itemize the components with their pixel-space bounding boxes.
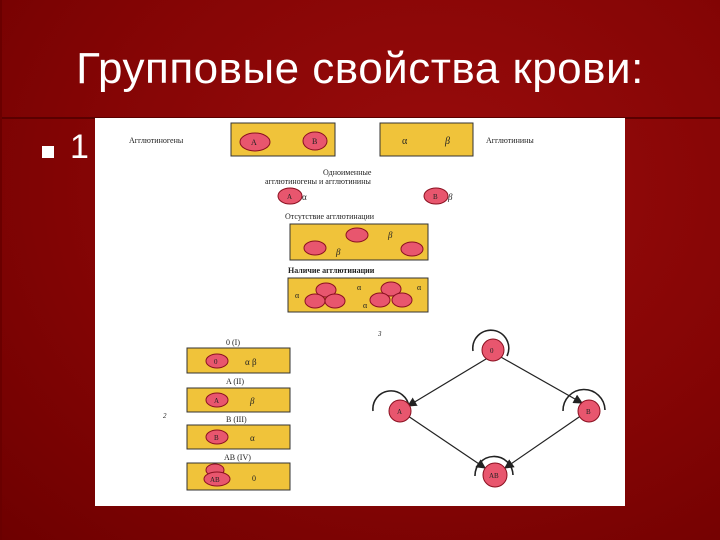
absence-cell-a1-icon — [303, 240, 327, 256]
group-b-cell-icon — [205, 429, 229, 445]
group-b-box — [186, 424, 291, 450]
presence-title: Наличие агглютинации — [288, 266, 375, 275]
presence-alpha-1: α — [295, 291, 300, 300]
absence-cell-a2-icon — [345, 227, 369, 243]
cell-b-label: B — [312, 137, 317, 146]
presence-cell-5-icon — [369, 292, 391, 308]
group-a-agglutinins: β — [249, 396, 255, 406]
group-ab-agglutinins: 0 — [252, 474, 256, 483]
same-name-title-1: Одноименные — [323, 168, 372, 177]
same-name-beta: β — [447, 192, 453, 202]
figure-svg: Агглютиногены A B α β Агглютинины Одноим… — [129, 122, 606, 491]
absence-beta-1: β — [335, 247, 341, 257]
same-name-cell-b-label: B — [433, 193, 438, 201]
panel-3-label: 3 — [377, 330, 382, 338]
arrow-0-to-a — [406, 355, 492, 407]
group-a-name: A (II) — [226, 377, 244, 386]
same-name-alpha: α — [302, 192, 307, 202]
same-name-cell-a-icon — [277, 187, 303, 205]
cell-b-icon — [302, 131, 328, 151]
slide-title: Групповые свойства крови: — [76, 44, 644, 93]
group-a-cell-icon — [205, 392, 229, 408]
group-ab-cell: AB — [210, 476, 220, 484]
group-ab-box — [186, 462, 291, 491]
group-a-box — [186, 387, 291, 413]
cell-a-icon — [239, 132, 271, 152]
node-a-icon — [388, 399, 412, 423]
presence-cell-4-icon — [380, 281, 402, 297]
presence-cell-1-icon — [315, 282, 337, 298]
left-border — [0, 0, 2, 540]
node-b-icon — [577, 399, 601, 423]
self-loop-ab — [474, 455, 514, 477]
arrow-0-to-b — [498, 355, 584, 404]
panel-2-label: 2 — [163, 412, 167, 420]
group-0-cell: 0 — [214, 358, 218, 366]
bullet-square-icon — [42, 146, 54, 158]
presence-alpha-2: α — [357, 283, 362, 292]
arrow-b-to-ab — [504, 414, 583, 469]
arrow-a-to-ab — [407, 415, 486, 469]
node-a-label: A — [397, 408, 402, 416]
cell-a-label: A — [251, 138, 257, 147]
node-0-label: 0 — [490, 347, 494, 355]
alpha-symbol: α — [402, 136, 408, 147]
absence-title: Отсутствие агглютинации — [285, 212, 375, 221]
self-loop-a — [372, 390, 410, 412]
node-b-label: B — [586, 408, 591, 416]
same-name-cell-b-icon — [423, 187, 449, 205]
absence-cell-b-icon — [400, 241, 424, 257]
group-ab-name: AB (IV) — [224, 453, 251, 462]
bullet-text: 1 — [70, 128, 89, 166]
self-loop-b — [562, 388, 606, 412]
agglutinins-label: Агглютинины — [486, 136, 534, 145]
group-0-agglutinins: α β — [245, 357, 257, 367]
presence-cell-6-icon — [391, 292, 413, 308]
agglutinins-box — [379, 122, 474, 157]
group-0-box — [186, 347, 291, 374]
group-b-agglutinins: α — [250, 433, 255, 443]
same-name-title-2: агглютиногены и агглютинины — [265, 177, 371, 186]
group-b-name: B (III) — [226, 415, 247, 424]
presence-alpha-4: α — [363, 301, 368, 310]
group-0-cell-icon — [205, 353, 229, 369]
group-a-cell: A — [214, 397, 219, 405]
group-b-cell: B — [214, 434, 219, 442]
group-0-name: 0 (I) — [226, 338, 240, 347]
presence-alpha-3: α — [417, 283, 422, 292]
node-ab-icon — [482, 462, 508, 488]
presence-cell-3-icon — [324, 293, 346, 309]
same-name-cell-a-label: A — [287, 193, 292, 201]
group-ab-cell-icon — [203, 471, 231, 487]
node-ab-label: AB — [489, 472, 499, 480]
absence-beta-2: β — [387, 230, 393, 240]
node-0-icon — [481, 338, 505, 362]
beta-symbol: β — [444, 136, 450, 147]
agglutinogens-label: Агглютиногены — [129, 136, 184, 145]
blood-groups-figure: Агглютиногены A B α β Агглютинины Одноим… — [95, 118, 625, 506]
presence-cell-2-icon — [304, 293, 326, 309]
self-loop-0 — [471, 329, 510, 357]
